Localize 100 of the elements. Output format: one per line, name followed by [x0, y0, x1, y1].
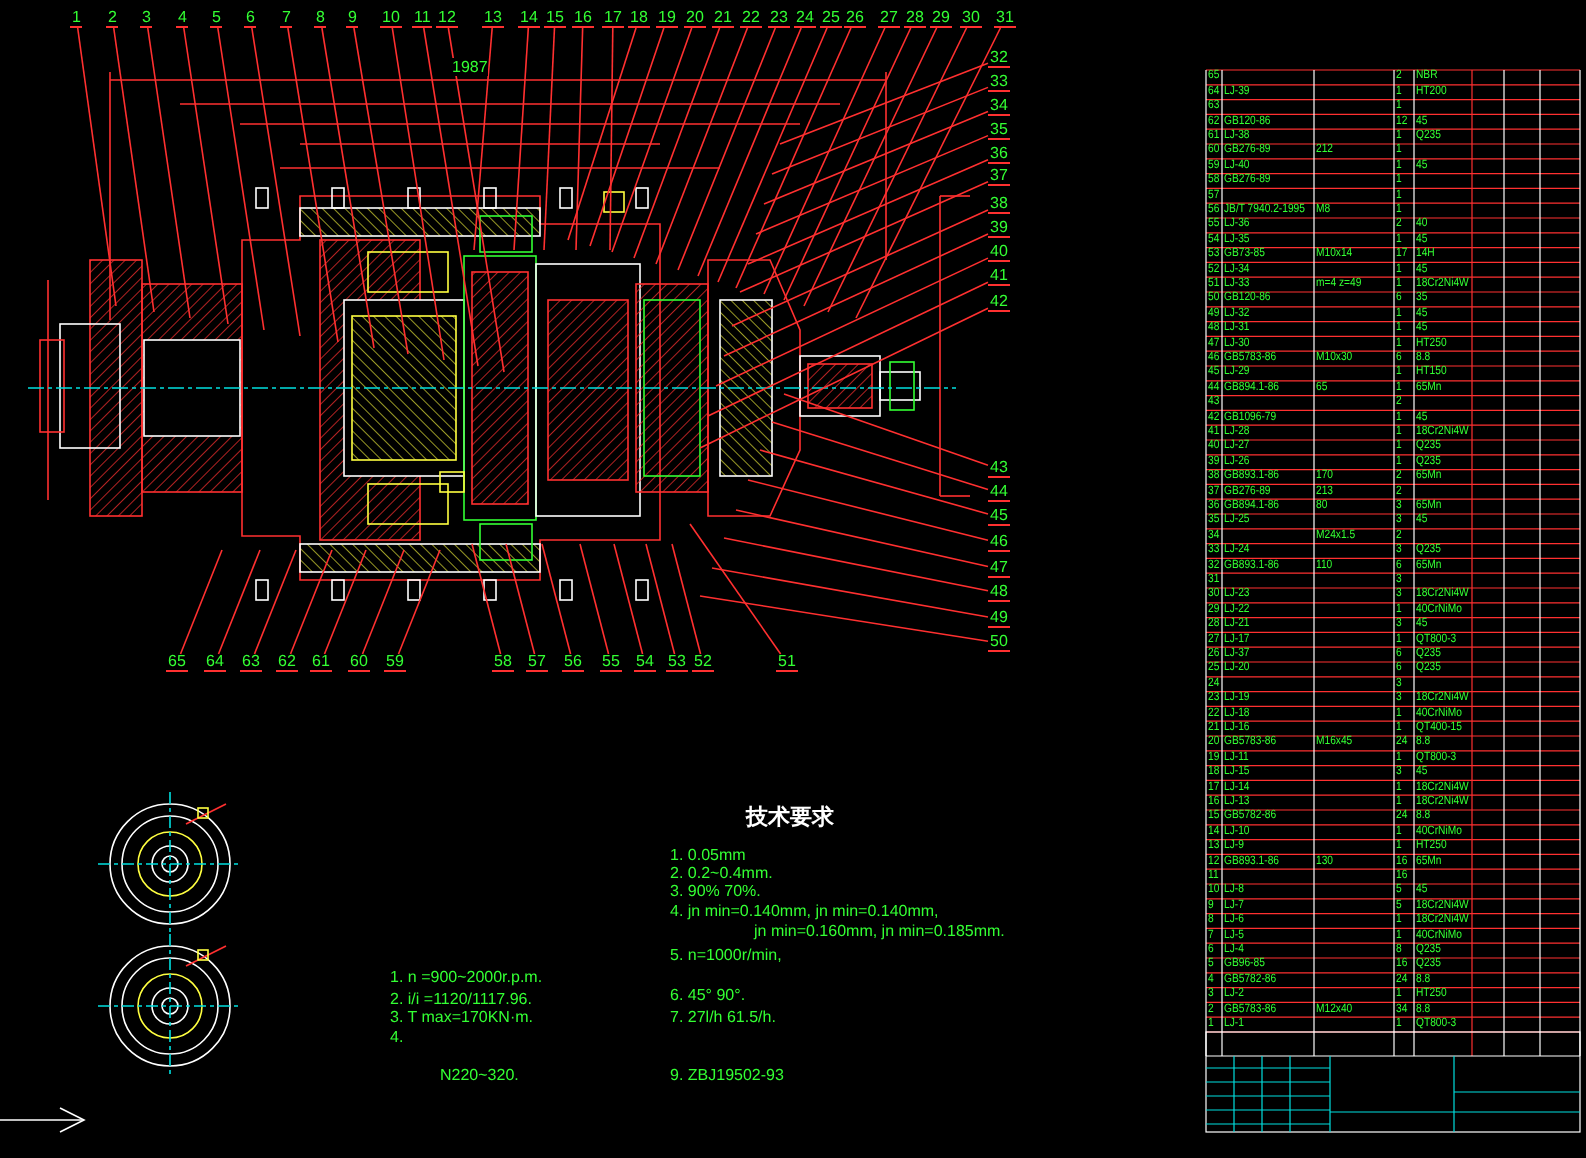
callout-number: 40: [988, 244, 1010, 262]
leader-line: [783, 393, 989, 466]
callout-number: 7: [280, 10, 293, 28]
callout-number: 30: [960, 10, 982, 28]
callout-number: 35: [988, 122, 1010, 140]
leader-line: [471, 543, 502, 655]
leader-line: [217, 549, 261, 655]
note-text: 2. i/i =1120/1117.96.: [390, 990, 532, 1008]
note-text: 6. 45° 90°.: [670, 986, 746, 1004]
leader-line: [715, 257, 989, 387]
leader-line: [783, 27, 912, 301]
note-text: 1. n =900~2000r.p.m.: [390, 968, 543, 986]
callout-number: 16: [572, 10, 594, 28]
callout-number: 23: [768, 10, 790, 28]
callout-number: 14: [518, 10, 540, 28]
leader-line: [613, 543, 644, 655]
callout-number: 44: [988, 484, 1010, 502]
callout-number: 29: [930, 10, 952, 28]
callout-number: 51: [776, 654, 798, 672]
leader-line: [827, 27, 968, 313]
callout-number: 21: [712, 10, 734, 28]
note-text: 5. n=1000r/min,: [670, 946, 782, 964]
leader-line: [755, 134, 989, 235]
callout-number: 10: [380, 10, 402, 28]
leader-line: [689, 523, 782, 655]
callout-number: 42: [988, 294, 1010, 312]
note-text: 1987: [452, 58, 488, 76]
callout-number: 43: [988, 460, 1010, 478]
callout-number: 64: [204, 654, 226, 672]
callout-number: 1: [70, 10, 83, 28]
leader-line: [253, 549, 297, 655]
leader-line: [543, 27, 556, 251]
leader-line: [146, 27, 191, 319]
callout-number: 25: [820, 10, 842, 28]
note-text: 1. 0.05mm: [670, 846, 746, 864]
note-text: 7. 27l/h 61.5/h.: [670, 1008, 776, 1026]
note-text: 2. 0.2~0.4mm.: [670, 864, 773, 882]
note-text: 3. T max=170KN·m.: [390, 1008, 534, 1026]
leader-line: [655, 27, 749, 265]
leader-line: [217, 27, 265, 331]
leader-line: [567, 27, 637, 241]
leader-line: [711, 567, 989, 618]
callout-number: 17: [602, 10, 624, 28]
callout-number: 59: [384, 654, 406, 672]
leader-line: [645, 543, 676, 655]
leader-line: [855, 27, 1002, 319]
callout-number: 31: [994, 10, 1016, 28]
callout-number: 34: [988, 98, 1010, 116]
callout-number: 61: [310, 654, 332, 672]
leader-line: [697, 27, 802, 277]
note-text: 4.: [390, 1028, 404, 1046]
note-text: 9. ZBJ19502-93: [670, 1066, 784, 1084]
leader-line: [579, 543, 610, 655]
leader-line: [759, 449, 989, 515]
leader-line: [112, 27, 155, 313]
callout-number: 45: [988, 508, 1010, 526]
callout-number: 22: [740, 10, 762, 28]
callout-number: 52: [692, 654, 714, 672]
callout-number: 62: [276, 654, 298, 672]
callout-number: 50: [988, 634, 1010, 652]
callout-number: 48: [988, 584, 1010, 602]
leader-line: [505, 543, 536, 655]
leader-line: [183, 27, 229, 325]
leader-line: [513, 27, 530, 251]
leader-line: [707, 281, 989, 417]
leader-line: [723, 537, 989, 592]
leader-line: [731, 209, 989, 327]
leader-line: [251, 27, 301, 337]
leader-line: [803, 27, 938, 307]
leader-line: [739, 181, 989, 293]
leader-line: [671, 543, 702, 655]
leader-line: [723, 233, 989, 357]
callout-number: 63: [240, 654, 262, 672]
callout-number: 12: [436, 10, 458, 28]
note-text: 4. jn min=0.140mm, jn min=0.140mm,: [670, 902, 939, 920]
leader-line: [779, 62, 989, 145]
note-text: jn min=0.160mm, jn min=0.185mm.: [754, 922, 1005, 940]
leader-line: [609, 27, 614, 251]
leader-line: [763, 110, 989, 205]
callout-number: 15: [544, 10, 566, 28]
callout-number: 55: [600, 654, 622, 672]
leader-line: [76, 27, 117, 307]
callout-number: 3: [140, 10, 153, 28]
callout-number: 26: [844, 10, 866, 28]
leader-line: [391, 27, 445, 361]
callout-number: 38: [988, 196, 1010, 214]
leader-line: [747, 479, 989, 542]
callout-number: 65: [166, 654, 188, 672]
callout-number: 18: [628, 10, 650, 28]
leader-line: [289, 549, 333, 655]
callout-number: 46: [988, 534, 1010, 552]
leader-line: [699, 595, 989, 643]
note-text: N220~320.: [440, 1066, 519, 1084]
callout-number: 33: [988, 74, 1010, 92]
callout-number: 47: [988, 560, 1010, 578]
leader-line: [589, 27, 665, 247]
callout-number: 11: [412, 10, 433, 28]
callout-number: 36: [988, 146, 1010, 164]
leader-line: [717, 27, 828, 283]
leader-line: [771, 86, 989, 175]
